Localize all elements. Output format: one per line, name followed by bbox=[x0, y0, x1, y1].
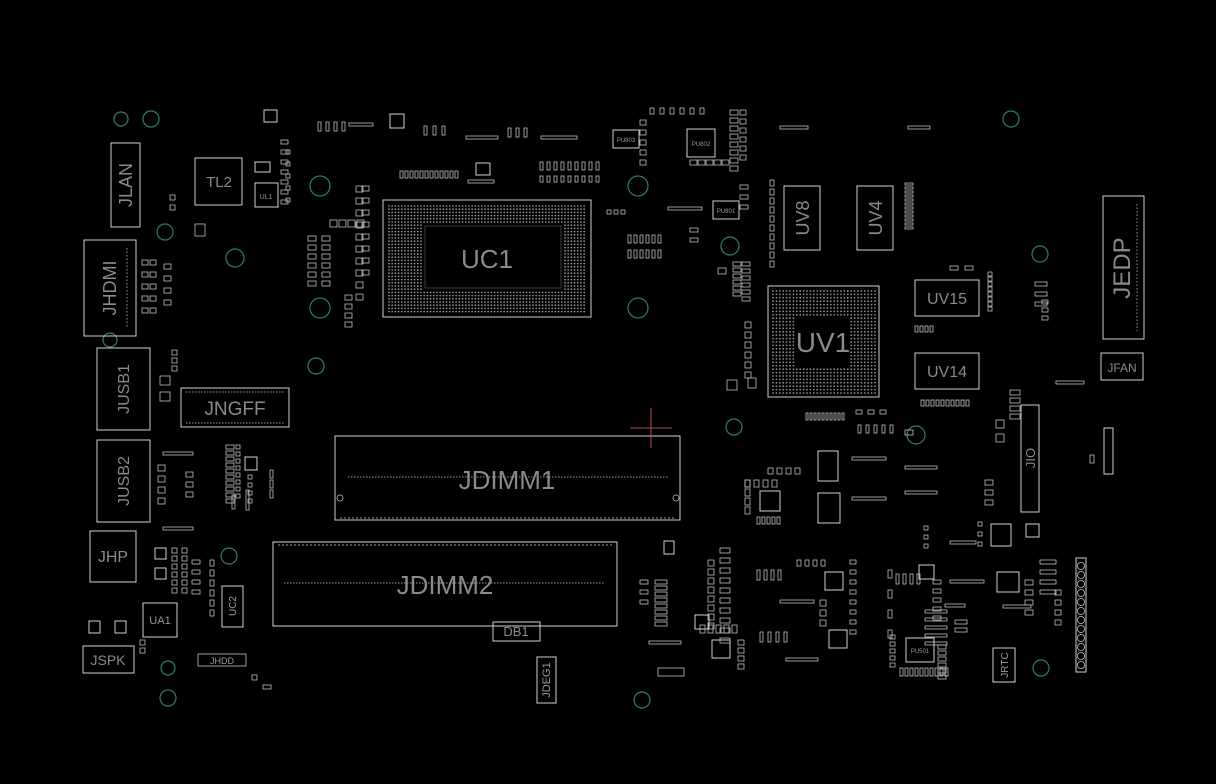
dimm-slot-jdimm1[interactable]: JDIMM1 bbox=[334, 435, 681, 521]
connector-jio[interactable]: JIO bbox=[1020, 404, 1040, 513]
pin-header-strip bbox=[1075, 557, 1087, 673]
connector-jspk[interactable]: JSPK bbox=[82, 645, 135, 674]
dimm-slot-jdimm2[interactable]: JDIMM2 bbox=[272, 541, 618, 627]
vram-uv8[interactable]: UV8 bbox=[783, 185, 821, 251]
jdeg1-label: JDEG1 bbox=[541, 662, 553, 697]
connector-jusb2[interactable]: JUSB2 bbox=[96, 439, 151, 523]
passive-components bbox=[139, 107, 1095, 690]
tl2-label: TL2 bbox=[206, 174, 232, 191]
jusb1-label: JUSB1 bbox=[116, 364, 133, 414]
pu501-label: PU501 bbox=[911, 649, 930, 655]
jdimm1-label: JDIMM1 bbox=[459, 465, 556, 495]
jhp-label: JHP bbox=[98, 549, 128, 566]
jfan-label: JFAN bbox=[1107, 361, 1136, 375]
connector-jhdd[interactable]: JHDD bbox=[197, 653, 247, 667]
uv1-label: UV1 bbox=[796, 327, 850, 358]
crosshair-cursor-icon bbox=[630, 408, 672, 448]
chip-pu803[interactable]: PU803 bbox=[612, 129, 640, 149]
jlan-label: JLAN bbox=[116, 163, 136, 207]
vram-uv4[interactable]: UV4 bbox=[856, 185, 894, 251]
jspk-label: JSPK bbox=[90, 652, 126, 668]
uc1-label: UC1 bbox=[461, 244, 513, 274]
jngff-label: JNGFF bbox=[204, 399, 265, 420]
jhdmi-label: JHDMI bbox=[100, 261, 120, 316]
small-chips bbox=[88, 109, 1114, 659]
gpu-uv1[interactable]: UV1 bbox=[767, 285, 880, 398]
chip-ul1[interactable]: UL1 bbox=[254, 182, 279, 208]
connector-jfan[interactable]: JFAN bbox=[1100, 352, 1144, 381]
cpu-uc1[interactable]: UC1 bbox=[382, 199, 592, 318]
connector-jusb1[interactable]: JUSB1 bbox=[96, 347, 151, 431]
connector-jedp[interactable]: JEDP bbox=[1102, 195, 1145, 340]
chip-ua1[interactable]: UA1 bbox=[142, 602, 178, 638]
jusb2-label: JUSB2 bbox=[116, 456, 133, 506]
mounting-holes bbox=[102, 110, 1050, 709]
uv15-label: UV15 bbox=[927, 291, 967, 308]
connector-jdeg1[interactable]: JDEG1 bbox=[536, 656, 557, 704]
db1-label: DB1 bbox=[503, 624, 528, 639]
jdimm2-label: JDIMM2 bbox=[397, 570, 494, 600]
pu803-label: PU803 bbox=[617, 138, 636, 144]
jio-label: JIO bbox=[1023, 448, 1038, 468]
transformer-tl2[interactable]: TL2 bbox=[194, 157, 243, 206]
pu802-label: PU802 bbox=[692, 142, 711, 148]
uv14-label: UV14 bbox=[927, 364, 967, 381]
jrtc-label: JRTC bbox=[1000, 652, 1011, 677]
uv8-label: UV8 bbox=[793, 200, 813, 235]
jhdd-label: JHDD bbox=[210, 656, 234, 666]
connector-jrtc[interactable]: JRTC bbox=[992, 647, 1016, 683]
ul1-label: UL1 bbox=[260, 194, 273, 201]
chip-pu802[interactable]: PU802 bbox=[686, 128, 716, 158]
connector-jlan[interactable]: JLAN bbox=[110, 142, 141, 228]
uv4-label: UV4 bbox=[866, 200, 886, 235]
jedp-label: JEDP bbox=[1109, 237, 1136, 298]
chip-pu501[interactable]: PU501 bbox=[905, 637, 935, 663]
chip-uc2[interactable]: UC2 bbox=[221, 585, 244, 628]
connector-jngff[interactable]: JNGFF bbox=[180, 387, 290, 428]
ua1-label: UA1 bbox=[149, 615, 170, 627]
uc2-label: UC2 bbox=[228, 596, 239, 616]
vram-uv14[interactable]: UV14 bbox=[914, 352, 980, 390]
vram-uv15[interactable]: UV15 bbox=[914, 279, 980, 317]
pu801-label: PU801 bbox=[717, 209, 736, 215]
connector-db1[interactable]: DB1 bbox=[492, 621, 541, 642]
connector-jhdmi[interactable]: JHDMI bbox=[83, 239, 137, 337]
connector-jhp[interactable]: JHP bbox=[89, 530, 137, 583]
chip-pu801[interactable]: PU801 bbox=[712, 200, 740, 220]
